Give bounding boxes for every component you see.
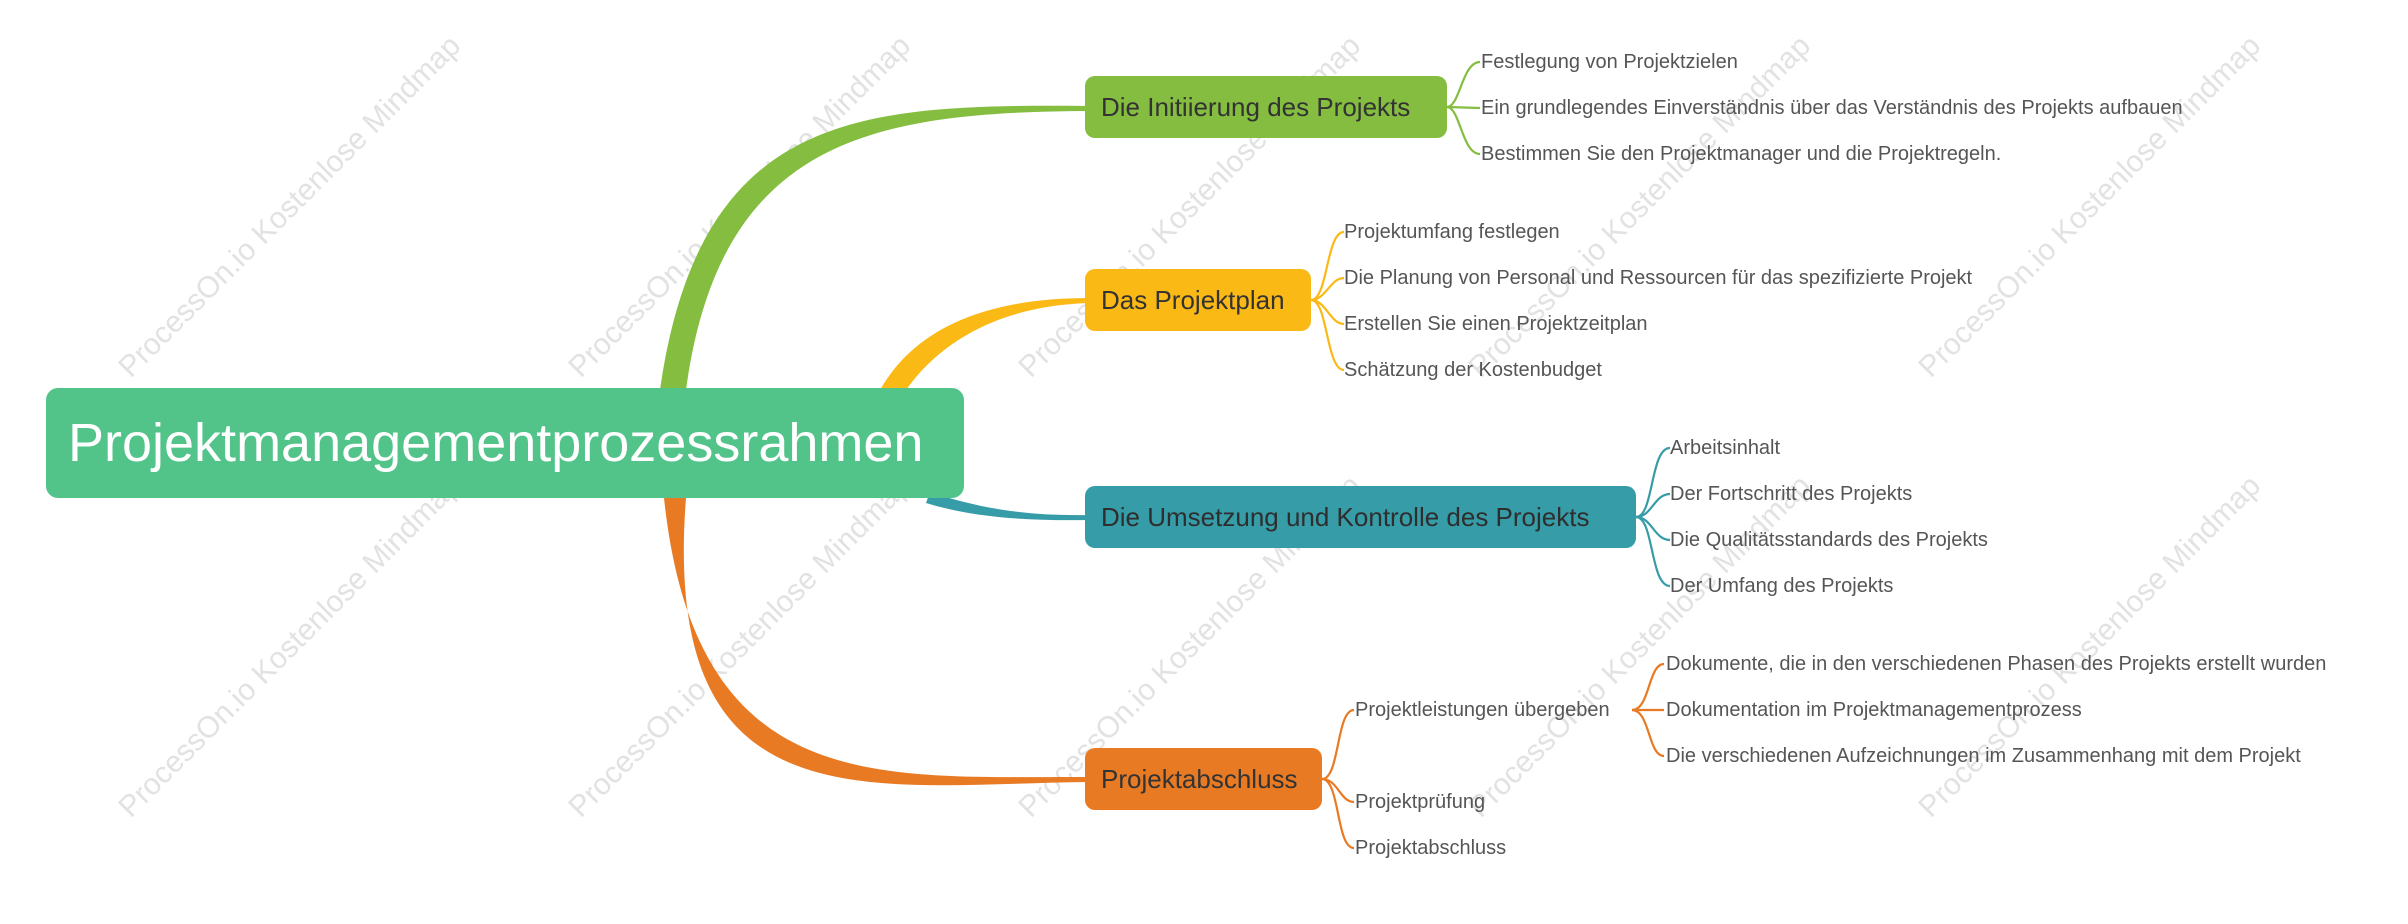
leaf-plan-schedule[interactable]: Erstellen Sie einen Projektzeitplan xyxy=(1344,313,1648,335)
branch-plan[interactable]: Das Projektplan xyxy=(1085,269,1311,331)
leaf-initiation-goals[interactable]: Festlegung von Projektzielen xyxy=(1481,51,1738,73)
branch-initiation[interactable]: Die Initiierung des Projekts xyxy=(1085,76,1447,138)
branch-execution[interactable]: Die Umsetzung und Kontrolle des Projekts xyxy=(1085,486,1636,548)
link-root-plan xyxy=(880,298,1090,390)
leaf-execution-progress[interactable]: Der Fortschritt des Projekts xyxy=(1670,483,1913,505)
bracket-initiation xyxy=(1446,60,1481,156)
subleaf-closure-process[interactable]: Dokumentation im Projektmanagementprozes… xyxy=(1666,699,2082,721)
leaf-plan-scope[interactable]: Projektumfang festlegen xyxy=(1344,221,1560,243)
subleaf-closure-records[interactable]: Die verschiedenen Aufzeichnungen im Zusa… xyxy=(1666,745,2301,767)
leaf-initiation-manager[interactable]: Bestimmen Sie den Projektmanager und die… xyxy=(1481,143,2002,165)
leaf-execution-content[interactable]: Arbeitsinhalt xyxy=(1670,437,1781,459)
link-root-closure xyxy=(664,498,1090,786)
leaf-closure-review[interactable]: Projektprüfung xyxy=(1355,791,1486,813)
leaf-plan-budget[interactable]: Schätzung der Kostenbudget xyxy=(1344,359,1602,381)
leaf-execution-quality[interactable]: Die Qualitätsstandards des Projekts xyxy=(1670,529,1988,551)
subleaf-closure-documents[interactable]: Dokumente, die in den verschiedenen Phas… xyxy=(1666,653,2327,675)
leaf-initiation-agreement[interactable]: Ein grundlegendes Einverständnis über da… xyxy=(1481,97,2183,119)
leaf-plan-resources[interactable]: Die Planung von Personal und Ressourcen … xyxy=(1344,267,1973,289)
leaf-execution-scope[interactable]: Der Umfang des Projekts xyxy=(1670,575,1894,597)
branch-closure[interactable]: Projektabschluss xyxy=(1085,748,1322,810)
bracket-plan xyxy=(1310,230,1345,372)
link-root-initiation xyxy=(660,105,1090,390)
leaf-closure-final[interactable]: Projektabschluss xyxy=(1355,837,1507,859)
link-root-execution xyxy=(926,492,1090,521)
root-node[interactable]: Projektmanagementprozessrahmen xyxy=(46,388,964,498)
bracket-execution xyxy=(1635,446,1671,588)
bracket-closure xyxy=(1321,662,1665,850)
leaf-closure-deliverables[interactable]: Projektleistungen übergeben xyxy=(1355,699,1610,721)
